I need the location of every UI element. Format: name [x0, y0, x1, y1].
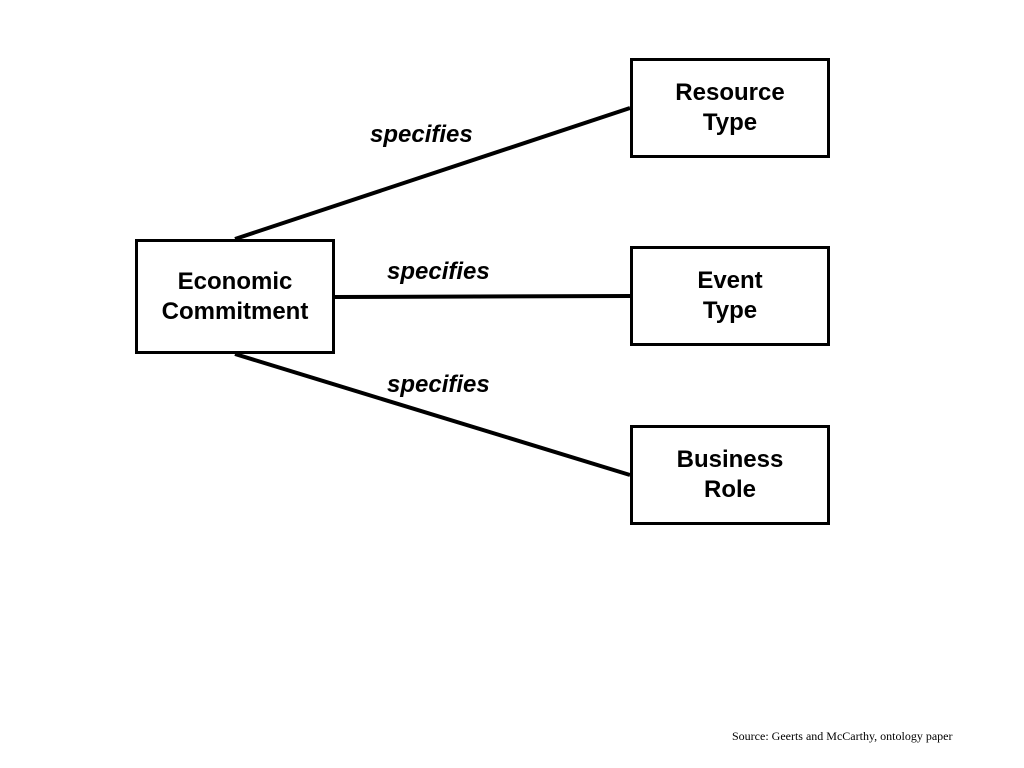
- resource-type-node[interactable]: Resource Type: [630, 58, 830, 158]
- node-label-line-2: Type: [702, 109, 758, 136]
- economic-commitment-node[interactable]: Economic Commitment: [135, 239, 335, 354]
- edge-label-resource-type: specifies: [370, 121, 473, 148]
- edge-line-resource-type: [234, 106, 631, 241]
- edge-label-business-role: specifies: [387, 371, 490, 398]
- event-type-node[interactable]: Event Type: [630, 246, 830, 346]
- node-label-line-1: Economic: [177, 267, 293, 295]
- node-label-line-2: Role: [703, 476, 756, 503]
- edge-line-business-role: [234, 352, 631, 477]
- business-role-node[interactable]: Business Role: [630, 425, 830, 525]
- source-caption: Source: Geerts and McCarthy, ontology pa…: [732, 729, 953, 743]
- node-label-line-1: Business: [676, 446, 784, 473]
- edge-line-event-type: [334, 294, 631, 299]
- node-label-line-2: Type: [702, 297, 758, 324]
- edge-label-event-type: specifies: [387, 258, 490, 285]
- node-label-line-2: Commitment: [161, 297, 309, 325]
- node-label-line-1: Resource: [675, 79, 785, 106]
- node-label-line-1: Event: [697, 267, 763, 294]
